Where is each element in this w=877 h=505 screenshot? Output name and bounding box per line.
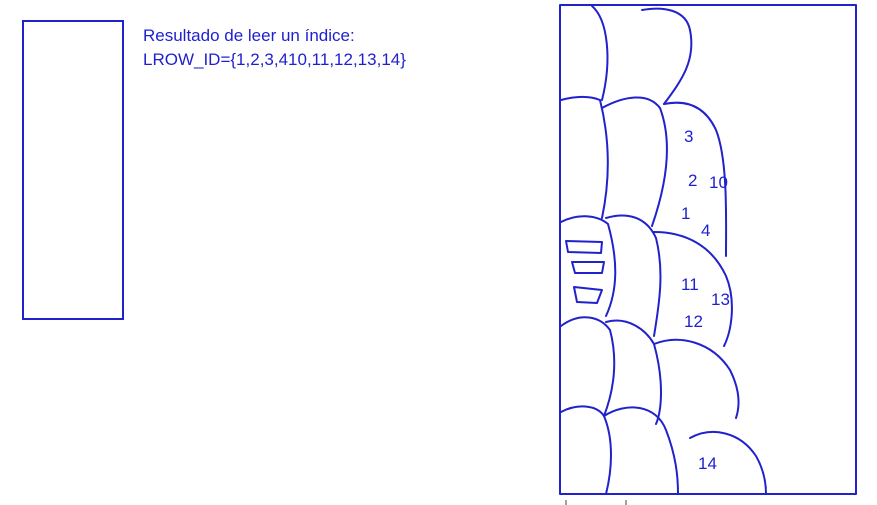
table-frame <box>559 4 857 495</box>
block-outline <box>663 101 728 257</box>
block-outline <box>591 5 609 101</box>
label-row-11: 11 <box>681 275 699 294</box>
row-pointer-box <box>571 261 605 274</box>
block-outline <box>560 316 616 417</box>
block-outline <box>653 231 733 347</box>
block-outline <box>653 338 740 419</box>
label-row-2: 2 <box>688 171 697 190</box>
block-outline <box>605 214 662 337</box>
block-outline <box>641 7 693 105</box>
note-title: Resultado de leer un índice: <box>143 26 355 45</box>
label-row-3: 3 <box>684 127 693 146</box>
row-pointer-box <box>573 286 603 304</box>
block-outline <box>689 431 767 495</box>
row-pointer-box <box>565 240 603 254</box>
label-row-10: 10 <box>709 173 728 192</box>
lrow-id-list: LROW_ID={1,2,3,410,11,12,13,14} <box>143 50 406 69</box>
block-outline <box>601 96 668 227</box>
label-row-12: 12 <box>684 312 703 331</box>
block-outline <box>560 215 617 317</box>
label-row-4: 4 <box>701 221 710 240</box>
label-row-14: 14 <box>698 454 717 473</box>
block-outline <box>599 99 609 219</box>
label-row-13: 13 <box>711 290 730 309</box>
block-outline <box>560 405 612 495</box>
label-row-1: 1 <box>681 204 690 223</box>
index-read-note: Resultado de leer un índice: LROW_ID={1,… <box>143 24 406 72</box>
block-outline <box>560 96 601 101</box>
empty-index-box <box>22 20 124 320</box>
block-outline <box>603 406 679 495</box>
